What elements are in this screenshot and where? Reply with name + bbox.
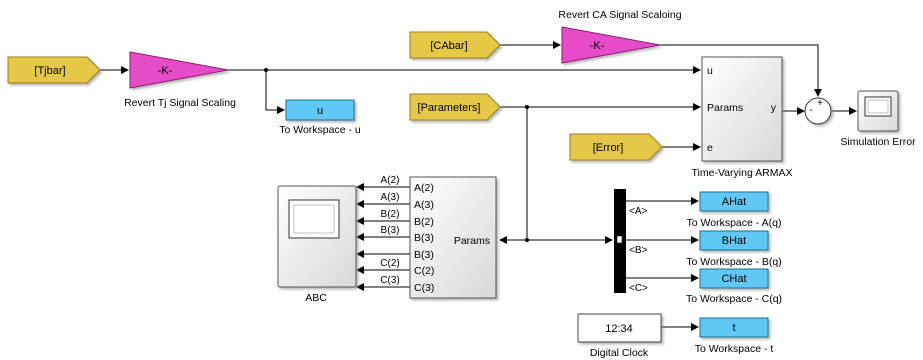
- signal-lines: [100, 41, 857, 331]
- to-workspace-t[interactable]: t: [699, 317, 769, 338]
- selector-port-a3: A(3): [414, 199, 434, 211]
- workspace-chat-label: To Workspace - C(q): [686, 293, 782, 305]
- bus-output-c: <C>: [629, 283, 648, 294]
- to-workspace-u[interactable]: u: [285, 99, 355, 121]
- sum-block[interactable]: + -: [804, 97, 832, 125]
- gain-tj-value: -K-: [158, 65, 173, 77]
- sum-minus-sign: -: [809, 105, 812, 116]
- armax-port-y: y: [771, 102, 777, 114]
- from-block-tjbar[interactable]: [Tjbar]: [7, 56, 101, 84]
- to-workspace-ahat[interactable]: AHat: [699, 191, 769, 212]
- clock-display: 12:34: [605, 323, 633, 335]
- from-block-cabar[interactable]: [CAbar]: [409, 31, 501, 59]
- gain-block-tj[interactable]: -K-: [129, 51, 229, 89]
- gain-block-ca[interactable]: -K-: [561, 26, 661, 64]
- digital-clock[interactable]: 12:34: [577, 313, 662, 343]
- bus-selector[interactable]: [614, 189, 626, 293]
- workspace-t-label: To Workspace - t: [695, 343, 774, 355]
- armax-label: Time-Varying ARMAX: [692, 167, 793, 179]
- workspace-u-label: To Workspace - u: [279, 124, 361, 136]
- bus-output-a: <A>: [629, 206, 648, 217]
- signal-label-b2: B(2): [381, 209, 400, 220]
- selector-port-a2: A(2): [414, 182, 434, 194]
- gain-ca-value: -K-: [590, 40, 605, 52]
- to-workspace-chat[interactable]: CHat: [699, 268, 769, 289]
- scope-abc-label: ABC: [305, 292, 327, 304]
- gain-ca-label: Revert CA Signal Scaloing: [558, 9, 681, 21]
- scope-abc[interactable]: [277, 185, 357, 288]
- from-tjbar-text: [Tjbar]: [34, 65, 65, 77]
- clock-label: Digital Clock: [590, 347, 649, 359]
- armax-port-params: Params: [707, 102, 743, 114]
- workspace-bhat-label: To Workspace - B(q): [686, 256, 782, 268]
- signal-label-b3: B(3): [381, 225, 400, 236]
- signal-label-a3: A(3): [381, 192, 400, 203]
- from-block-parameters[interactable]: [Parameters]: [409, 93, 501, 121]
- junction-u: [264, 68, 268, 72]
- gain-tj-label: Revert Tj Signal Scaling: [124, 97, 236, 109]
- line-u-to-workspace[interactable]: [265, 70, 285, 114]
- sum-plus-sign: +: [817, 98, 823, 109]
- workspace-ahat-label: To Workspace - A(q): [687, 217, 782, 229]
- signal-label-c2: C(2): [380, 258, 399, 269]
- selector-port-b3-dup: B(3): [414, 249, 434, 261]
- armax-port-e: e: [707, 142, 713, 154]
- selector-port-b3: B(3): [414, 232, 434, 244]
- armax-subsystem[interactable]: u Params e y: [701, 56, 783, 162]
- selector-port-c3: C(3): [414, 282, 434, 294]
- params-selector-subsystem[interactable]: Params A(2) A(3) B(2) B(3) B(3) C(2) C(3…: [409, 176, 497, 299]
- from-cabar-text: [CAbar]: [430, 40, 467, 52]
- to-workspace-bhat[interactable]: BHat: [699, 230, 769, 251]
- from-parameters-text: [Parameters]: [418, 102, 481, 114]
- selector-input-params: Params: [454, 235, 490, 247]
- workspace-bhat-value: BHat: [722, 235, 746, 247]
- scope-simulation-error[interactable]: [857, 90, 899, 132]
- line-ca-to-sum[interactable]: [660, 44, 822, 97]
- junction-params-lower: [525, 238, 529, 242]
- scope-error-label: Simulation Error: [840, 136, 916, 148]
- workspace-t-value: t: [732, 322, 735, 334]
- armax-port-u: u: [707, 65, 713, 77]
- selector-port-b2: B(2): [414, 216, 434, 228]
- workspace-u-value: u: [317, 105, 323, 117]
- from-block-error[interactable]: [Error]: [569, 133, 663, 161]
- junction-params: [525, 105, 529, 109]
- workspace-chat-value: CHat: [721, 273, 746, 285]
- signal-label-c3: C(3): [380, 275, 399, 286]
- signal-label-a2: A(2): [381, 175, 400, 186]
- workspace-ahat-value: AHat: [722, 196, 746, 208]
- selector-port-c2: C(2): [414, 265, 434, 277]
- bus-output-b: <B>: [629, 245, 648, 256]
- from-error-text: [Error]: [593, 142, 624, 154]
